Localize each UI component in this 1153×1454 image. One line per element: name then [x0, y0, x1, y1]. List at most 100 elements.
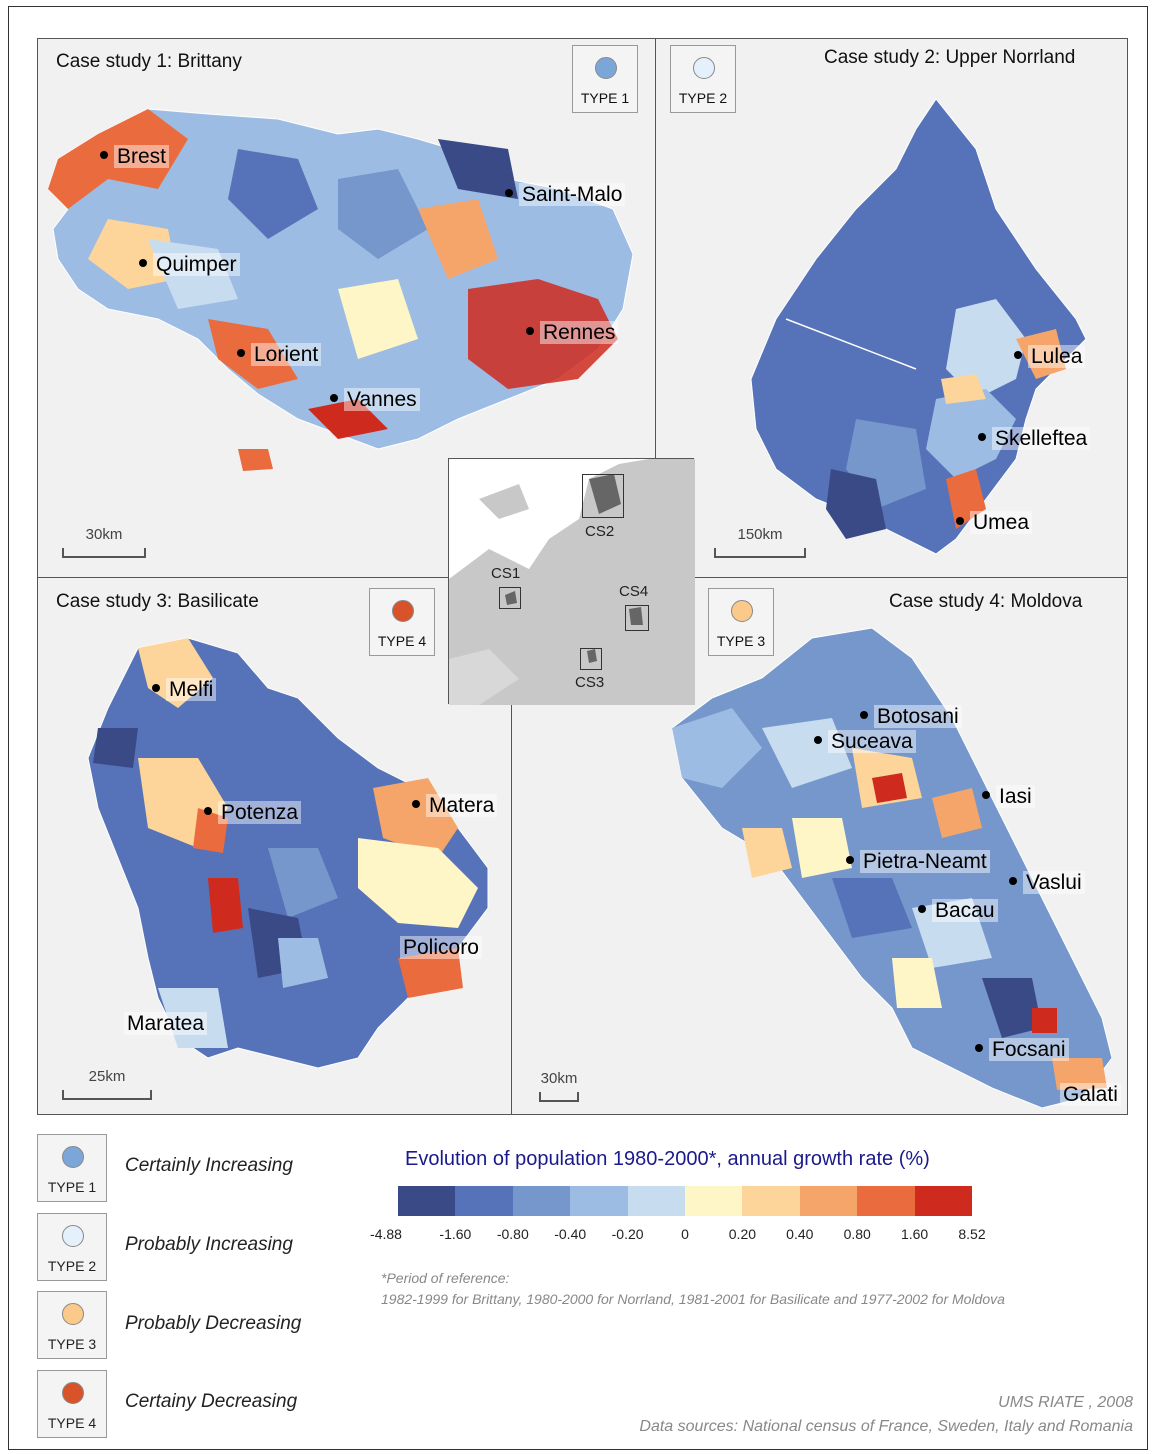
ramp-label-3: -0.40 — [554, 1226, 587, 1242]
inset-label-cs3: CS3 — [575, 674, 605, 691]
legend-desc-type-3: Probably Decreasing — [125, 1313, 302, 1334]
type-badge-label: TYPE 4 — [377, 633, 427, 649]
panel-basilicate: Case study 3: Basilicate TYPE 4 25km Mel… — [37, 577, 512, 1115]
city-melfi: Melfi — [152, 678, 217, 702]
ramp-label-7: 0.40 — [786, 1226, 814, 1242]
scalebar-label: 150km — [737, 526, 783, 543]
legend-type-1: TYPE 1 — [37, 1134, 107, 1202]
city-iasi: Iasi — [982, 785, 1035, 809]
type-1-dot — [595, 57, 617, 79]
type-badge-norrland: TYPE 2 — [670, 45, 736, 113]
legend-type-3-dot — [62, 1303, 84, 1325]
city-quimper: Quimper — [139, 253, 240, 277]
scalebar-line — [539, 1092, 579, 1102]
ramp-swatch-3 — [570, 1186, 628, 1216]
city-focsani: Focsani — [975, 1038, 1069, 1062]
inset-label-cs4: CS4 — [619, 583, 649, 600]
scalebar-line — [62, 1090, 152, 1100]
type-badge-moldova: TYPE 3 — [708, 588, 774, 656]
legend-type-1-label: TYPE 1 — [47, 1179, 97, 1195]
inset-label-cs1: CS1 — [491, 565, 521, 582]
city-umea: Umea — [956, 511, 1033, 535]
type-3-dot — [731, 600, 753, 622]
city-suceava: Suceava — [814, 730, 916, 754]
ramp-swatch-2 — [512, 1186, 571, 1216]
city-rennes: Rennes — [526, 321, 619, 345]
city-bacau: Bacau — [918, 899, 998, 923]
panel-title-brittany: Case study 1: Brittany — [56, 51, 242, 72]
city-galati: Galati — [1060, 1083, 1121, 1107]
city-policoro: Policoro — [400, 936, 482, 960]
inset-box-cs1 — [499, 587, 521, 609]
scalebar-label: 30km — [540, 1070, 578, 1087]
ramp-label-2: -0.80 — [496, 1226, 529, 1242]
city-pietra-neamt: Pietra-Neamt — [846, 850, 990, 874]
scalebar-label: 25km — [88, 1068, 126, 1085]
map-moldova — [671, 627, 1113, 1109]
legend-desc-type-4: Certainy Decreasing — [125, 1391, 298, 1412]
ramp-label-10: 8.52 — [958, 1226, 986, 1242]
legend-type-4: TYPE 4 — [37, 1370, 107, 1438]
city-brest: Brest — [100, 145, 170, 169]
city-matera: Matera — [412, 794, 498, 818]
legend-type-4-dot — [62, 1382, 84, 1404]
legend-type-3: TYPE 3 — [37, 1291, 107, 1359]
ramp-swatch-5 — [684, 1186, 743, 1216]
ramp-swatch-1 — [455, 1186, 513, 1216]
ramp-swatch-0 — [398, 1186, 456, 1216]
panel-title-moldova: Case study 4: Moldova — [889, 591, 1083, 612]
growth-rate-legend-title: Evolution of population 1980-2000*, annu… — [405, 1148, 930, 1170]
ramp-swatch-6 — [742, 1186, 800, 1216]
legend-type-2: TYPE 2 — [37, 1213, 107, 1281]
panel-moldova: Case study 4: Moldova TYPE 3 30km Botosa… — [511, 577, 1128, 1115]
legend-type-2-label: TYPE 2 — [47, 1258, 97, 1274]
growth-rate-color-ramp — [398, 1186, 972, 1216]
type-badge-basilicate: TYPE 4 — [369, 588, 435, 656]
type-badge-label: TYPE 2 — [678, 90, 728, 106]
credit-data-sources: Data sources: National census of France,… — [639, 1418, 1133, 1435]
scalebar-label: 30km — [85, 526, 123, 543]
ramp-label-8: 0.80 — [843, 1226, 871, 1242]
ramp-label-4: -0.20 — [611, 1226, 644, 1242]
legend-desc-type-2: Probably Increasing — [125, 1234, 293, 1255]
city-botosani: Botosani — [860, 705, 962, 729]
legend-type-4-label: TYPE 4 — [47, 1415, 97, 1431]
ramp-swatch-7 — [799, 1186, 858, 1216]
legend-type-2-dot — [62, 1225, 84, 1247]
ramp-label-0: -4.88 — [370, 1226, 402, 1242]
ramp-swatch-4 — [627, 1186, 685, 1216]
legend-type-3-label: TYPE 3 — [47, 1336, 97, 1352]
legend-desc-type-1: Certainly Increasing — [125, 1155, 293, 1176]
credit-author: UMS RIATE , 2008 — [998, 1394, 1133, 1411]
scalebar-line — [62, 548, 146, 558]
map-norrland — [750, 98, 1087, 555]
map-basilicate — [87, 637, 489, 1069]
city-saint-malo: Saint-Malo — [505, 183, 626, 207]
city-skelleftea: Skelleftea — [978, 427, 1091, 451]
inset-europe-map: CS2 CS1 CS4 CS3 — [448, 458, 695, 705]
inset-box-cs2 — [582, 474, 624, 518]
ramp-label-6: 0.20 — [728, 1226, 757, 1242]
inset-label-cs2: CS2 — [585, 523, 615, 540]
type-badge-label: TYPE 3 — [716, 633, 766, 649]
legend-type-1-dot — [62, 1146, 84, 1168]
reference-period-note-detail: 1982-1999 for Brittany, 1980-2000 for No… — [381, 1291, 1005, 1307]
inset-box-cs4 — [625, 605, 649, 631]
panel-title-basilicate: Case study 3: Basilicate — [56, 591, 259, 612]
panel-norrland: Case study 2: Upper Norrland TYPE 2 150k… — [655, 38, 1128, 578]
scalebar-line — [714, 548, 806, 558]
figure-frame — [8, 6, 1148, 1450]
ramp-label-1: -1.60 — [439, 1226, 472, 1242]
city-vannes: Vannes — [330, 388, 420, 412]
ramp-label-5: 0 — [681, 1226, 689, 1242]
inset-box-cs3 — [580, 648, 602, 670]
inset-europe-shapes — [449, 459, 695, 705]
city-lorient: Lorient — [237, 343, 322, 367]
city-lulea: Lulea — [1014, 345, 1086, 369]
city-potenza: Potenza — [204, 801, 302, 825]
reference-period-note-title: *Period of reference: — [381, 1270, 510, 1286]
type-badge-label: TYPE 1 — [580, 90, 630, 106]
map-brittany — [47, 108, 634, 471]
ramp-label-9: 1.60 — [900, 1226, 929, 1242]
ramp-swatch-9 — [914, 1186, 972, 1216]
